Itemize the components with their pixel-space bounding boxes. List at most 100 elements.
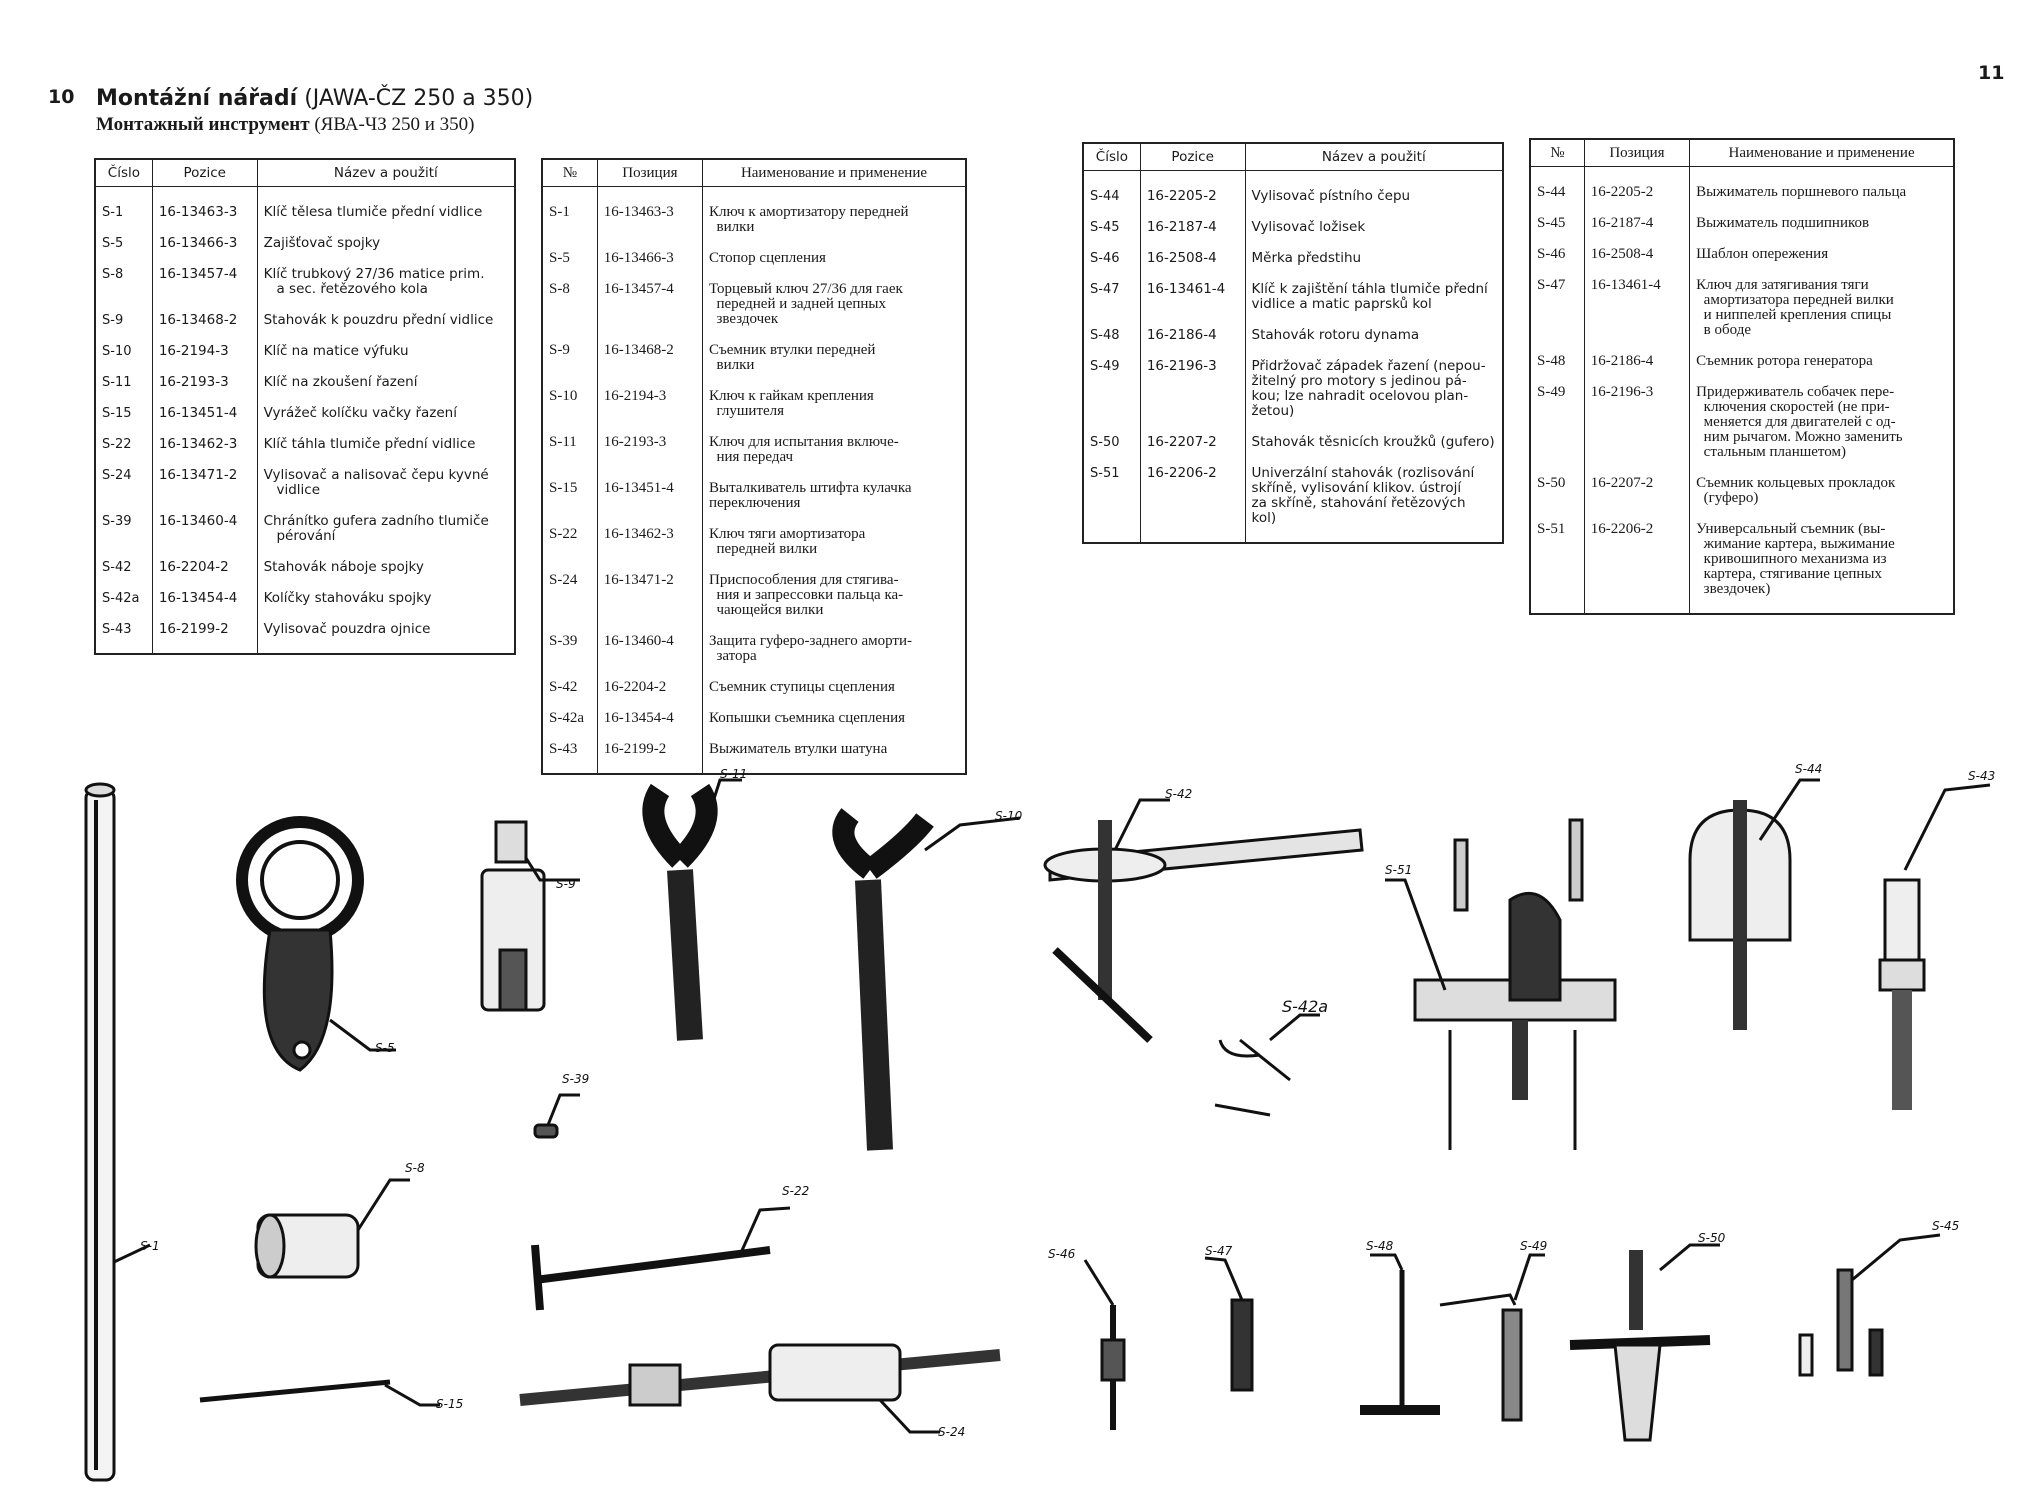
tool-s9-drawing: [480, 820, 580, 1012]
label-s15: S-15: [436, 1397, 463, 1411]
table-cell: 16-2205-2: [1140, 189, 1246, 220]
title-cz-bold: Montážní nářadí: [96, 86, 298, 111]
table-cell: 16-13454-4: [597, 711, 703, 742]
tool-s22-drawing: [531, 1206, 791, 1311]
table-cell: S-46: [1083, 251, 1141, 282]
tool-s10-drawing: [832, 808, 1021, 1151]
table-cell: S-11: [95, 375, 153, 406]
table-cell: S-42: [95, 560, 153, 591]
tool-s48-drawing: [1360, 1253, 1440, 1415]
label-s45: S-45: [1932, 1219, 1959, 1233]
table-cell: Stahovák těsnicích kroužků (gufero): [1251, 434, 1495, 450]
table-cell: Univerzální stahovák (rozlisování skříně…: [1251, 465, 1475, 526]
table-cell: S-15: [95, 406, 153, 437]
table-cell: S-50: [1530, 476, 1585, 522]
label-s47: S-47: [1205, 1244, 1233, 1258]
table-cell: 16-13468-2: [597, 343, 703, 389]
table-header-cell: Позиция: [597, 159, 703, 187]
table-cell: Klíč tělesa tlumiče přední vidlice: [263, 204, 483, 220]
page-title-russian: Монтажный инструмент (ЯВА-ЧЗ 250 и 350): [96, 114, 474, 136]
table-cell: S-48: [1083, 328, 1141, 359]
label-s42: S-42: [1165, 787, 1192, 801]
title-ru-rest: (ЯВА-ЧЗ 250 и 350): [309, 114, 475, 135]
page-number-right: 11: [1978, 62, 2005, 84]
table-cell: 16-2193-3: [152, 375, 258, 406]
table-cell: 16-13451-4: [597, 481, 703, 527]
table-cell: Выталкиватель штифта кулачка переключени…: [708, 480, 912, 511]
label-s50: S-50: [1698, 1231, 1726, 1245]
tool-s50-drawing: [1569, 1243, 1720, 1442]
table-cell: Универсальный съемник (вы- жимание карте…: [1696, 521, 1895, 597]
table-cell: S-11: [542, 435, 598, 481]
table-cell: S-22: [95, 437, 153, 468]
title-cz-rest: (JAWA-ČZ 250 a 350): [297, 86, 534, 111]
label-s46: S-46: [1048, 1247, 1076, 1261]
table-header-cell: Název a použití: [257, 159, 515, 187]
table-header-cell: Číslo: [95, 159, 153, 187]
table-cell: S-46: [1530, 247, 1585, 278]
table-cell: S-5: [542, 251, 598, 282]
label-s9: S-9: [556, 877, 576, 891]
table-cell: S-24: [542, 573, 598, 634]
table-cell: Stahovák náboje spojky: [263, 559, 424, 575]
table-cell: Съемник ступицы сцепления: [708, 679, 895, 695]
table-cell: S-22: [542, 527, 598, 573]
table-cell: 16-13471-2: [597, 573, 703, 634]
table-cell: 16-13463-3: [152, 205, 258, 236]
table-cell: Vylisovač ložisek: [1251, 219, 1366, 235]
tool-s24-drawing: [519, 1343, 1001, 1434]
label-s1: S-1: [140, 1239, 160, 1253]
label-s22: S-22: [782, 1184, 809, 1198]
table-cell: 16-2194-3: [152, 344, 258, 375]
table-cell: 16-2204-2: [152, 560, 258, 591]
label-s49: S-49: [1520, 1239, 1547, 1253]
table-cell: S-39: [542, 634, 598, 680]
table-cell: S-51: [1083, 466, 1141, 543]
table-cell: 16-2206-2: [1140, 466, 1246, 543]
table-cell: S-8: [95, 267, 153, 313]
table-cell: S-42a: [95, 591, 153, 622]
table-cell: S-51: [1530, 522, 1585, 614]
table-cell: 16-2193-3: [597, 435, 703, 481]
table-header-cell: Наименование и применение: [1689, 139, 1954, 167]
table-cell: Съемник ротора генератора: [1696, 353, 1873, 369]
tool-s8-drawing: [254, 1178, 410, 1279]
table-cell: 16-2187-4: [1140, 220, 1246, 251]
table-cell: Vylisovač pístního čepu: [1251, 188, 1411, 204]
table-cell: 16-13462-3: [597, 527, 703, 573]
table-cell: S-45: [1083, 220, 1141, 251]
table-header-cell: Pozice: [152, 159, 258, 187]
table-cell: S-39: [95, 514, 153, 560]
table-cell: Придерживатель собачек пере- ключения ск…: [1696, 384, 1903, 460]
table-header-cell: Název a použití: [1245, 143, 1503, 171]
table-cell: S-50: [1083, 435, 1141, 466]
table-cell: Měrka předstihu: [1251, 250, 1362, 266]
table-cell: Торцевый ключ 27/36 для гаек передней и …: [708, 281, 903, 327]
table-cell: Приспособления для стягива- ния и запрес…: [708, 572, 904, 618]
tool-s11-drawing: [642, 778, 742, 1041]
label-s11: S-11: [720, 767, 747, 781]
table-cell: Выжиматель поршневого пальца: [1696, 184, 1907, 200]
label-s10: S-10: [995, 809, 1023, 823]
table-cell: 16-13461-4: [1584, 278, 1691, 354]
table-header-cell: Наименование и применение: [702, 159, 966, 187]
table-cell: 16-2508-4: [1584, 247, 1691, 278]
tool-s15-drawing: [199, 1379, 440, 1407]
